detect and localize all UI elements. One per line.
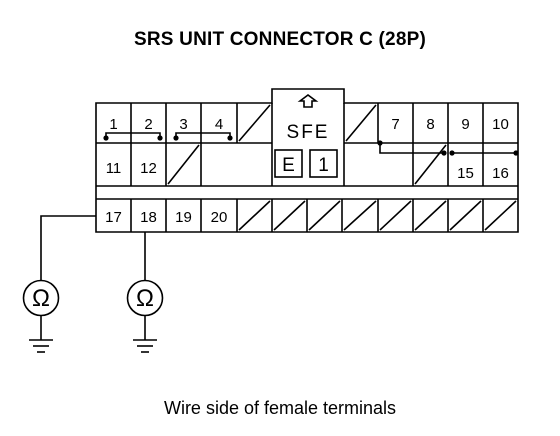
ground-symbol-left [29,339,53,353]
ohmmeter-left [22,279,60,317]
shorting-bar-right [379,143,516,154]
terminal-10: 10 [492,116,509,133]
terminal-16: 16 [492,165,509,182]
lock-label: SFE [287,122,330,143]
code-letter-left: E [282,155,295,176]
terminal-8: 8 [426,116,434,133]
code-box-right [309,149,338,178]
terminal-15: 15 [457,165,474,182]
terminal-9: 9 [461,116,469,133]
terminal-18: 18 [140,209,157,226]
terminal-3: 3 [179,116,187,133]
ground-symbol-right [133,339,157,353]
terminal-7: 7 [391,116,399,133]
ohmmeter-right [126,279,164,317]
terminal-4: 4 [215,116,223,133]
terminal-20: 20 [211,209,228,226]
lock-arrow-icon [297,94,319,108]
code-letter-right: 1 [318,155,329,176]
empty-cavity-marks [167,104,517,231]
terminal-12: 12 [140,160,157,177]
terminal-1: 1 [109,116,117,133]
terminal-2: 2 [144,116,152,133]
ohm-icon-right: Ω [136,285,154,312]
shorting-bar-dots [103,135,519,156]
shorting-bar-left [105,132,231,138]
ohm-icon-left: Ω [32,285,50,312]
terminal-19: 19 [175,209,192,226]
diagram-title: SRS UNIT CONNECTOR C (28P) [134,29,426,50]
terminal-17: 17 [105,209,122,226]
code-box-left [274,149,303,178]
terminal-11: 11 [106,160,122,177]
diagram-caption: Wire side of female terminals [163,398,397,418]
wire-terminal-17 [40,215,96,281]
